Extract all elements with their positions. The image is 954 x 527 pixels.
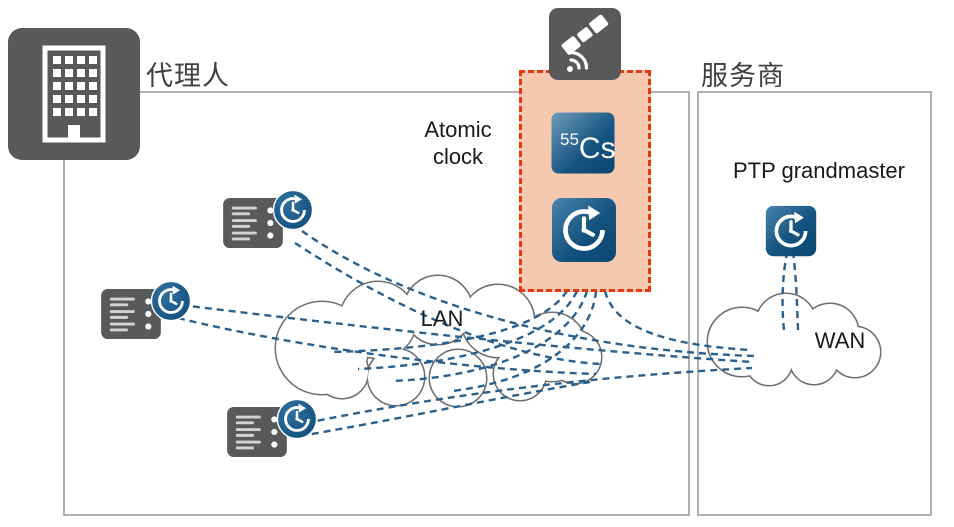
clock-sync-icon — [272, 189, 314, 231]
clock-sync-icon — [150, 280, 192, 322]
clock-sync-icon — [276, 398, 318, 440]
building-icon — [8, 28, 140, 160]
lan-cloud — [274, 274, 603, 408]
agent-label: 代理人 — [146, 61, 230, 91]
provider-label: 服务商 — [701, 61, 785, 91]
server-node-1 — [222, 189, 314, 249]
cesium-text: 55Cs — [560, 130, 615, 165]
sync-link — [294, 241, 601, 366]
sync-link — [299, 380, 591, 438]
cesium-symbol: Cs — [579, 132, 615, 165]
sync-link — [451, 290, 598, 393]
sync-link — [332, 290, 569, 354]
sync-link — [781, 252, 789, 331]
ptp-grandmaster-label: PTP grandmaster — [732, 158, 905, 183]
agent-region-box — [63, 91, 690, 516]
server-node-2 — [100, 280, 192, 340]
provider-region-box — [697, 91, 932, 516]
sync-link — [603, 290, 751, 352]
ptp-clock-sync-icon — [765, 205, 817, 257]
server-node-3 — [226, 398, 318, 458]
sync-link — [305, 366, 753, 425]
atomic-clock-sync-icon — [551, 197, 617, 263]
sync-link — [301, 230, 756, 358]
lan-label: LAN — [420, 306, 464, 331]
wan-label: WAN — [814, 328, 866, 353]
sync-link — [177, 316, 597, 376]
atomic-clock-label: Atomic clock — [424, 117, 492, 169]
sync-link — [180, 303, 753, 364]
cesium-mass-number: 55 — [560, 130, 579, 149]
sync-link — [791, 252, 800, 331]
cesium-icon: 55Cs — [551, 112, 615, 174]
satellite-icon — [549, 8, 621, 80]
sync-links — [177, 230, 800, 438]
